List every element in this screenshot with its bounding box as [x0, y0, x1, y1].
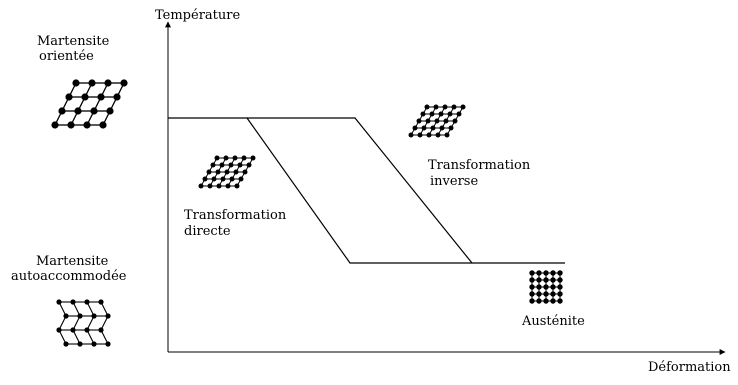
zigzag-lattice-icon	[56, 299, 111, 347]
transformation-inverse-label-line2: inverse	[430, 174, 479, 189]
austenite-label: Austénite	[522, 314, 585, 329]
transformation-directe-label-line2: directe	[184, 224, 231, 239]
sheared-lattice-icon	[408, 104, 466, 138]
martensite-autoaccommodee-label-line2: autoaccommodée	[11, 269, 127, 284]
martensite-autoaccommodee-label-line1: Martensite	[36, 254, 109, 269]
sheared-lattice-icon	[51, 79, 128, 129]
loading-path	[168, 117, 565, 264]
transformation-inverse-label-line1: Transformation	[428, 158, 531, 173]
unloading-path	[247, 117, 473, 264]
x-axis-label: Déformation	[648, 360, 731, 375]
martensite-orientee-label-line2: orientée	[39, 49, 94, 64]
martensite-orientee-label-line1: Martensite	[37, 34, 110, 49]
sheared-lattice-icon	[198, 155, 256, 189]
transformation-directe-label-line1: Transformation	[184, 208, 287, 223]
y-axis-label: Température	[155, 8, 241, 23]
square-lattice-icon	[529, 270, 563, 304]
